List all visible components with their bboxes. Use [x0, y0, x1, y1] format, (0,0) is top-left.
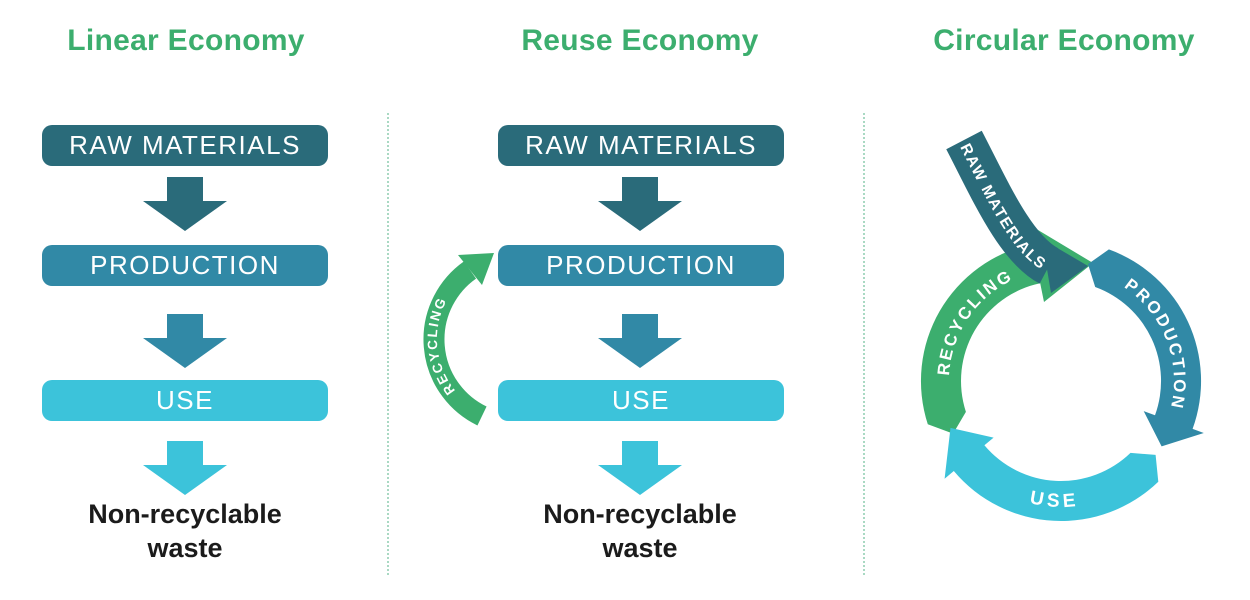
- divider-1: [387, 113, 389, 575]
- reuse-production-label: PRODUCTION: [546, 250, 736, 280]
- linear-use-box: USE: [42, 380, 328, 421]
- reuse-arrow-down-1-icon: [598, 177, 682, 231]
- circular-raw-materials-label: RAW MATERIALS: [956, 141, 1049, 273]
- recycling-curved-arrow-icon: RECYCLING: [423, 253, 494, 426]
- waste-line-1: Non-recyclable: [88, 499, 282, 529]
- reuse-arrow-down-3-icon: [598, 441, 682, 495]
- raw-materials-arrowhead-icon: [1042, 239, 1088, 293]
- reuse-use-label: USE: [612, 385, 670, 415]
- arrow-down-icon: [598, 177, 682, 231]
- arrow-down-icon: [143, 441, 227, 495]
- linear-arrow-down-2-icon: [143, 314, 227, 368]
- reuse-raw-materials-label: RAW MATERIALS: [525, 130, 757, 160]
- waste-line-2: waste: [147, 533, 223, 563]
- reuse-raw-materials-box: RAW MATERIALS: [498, 125, 784, 166]
- linear-production-box: PRODUCTION: [42, 245, 328, 286]
- circular-economy-title: Circular Economy: [933, 24, 1195, 57]
- arrow-down-icon: [598, 441, 682, 495]
- divider-2: [863, 113, 865, 575]
- arrow-down-icon: [143, 314, 227, 368]
- reuse-production-box: PRODUCTION: [498, 245, 784, 286]
- reuse-waste-label: Non-recyclable waste: [490, 497, 790, 565]
- arrow-down-icon: [143, 177, 227, 231]
- linear-waste-label: Non-recyclable waste: [35, 497, 335, 565]
- reuse-arrow-down-2-icon: [598, 314, 682, 368]
- reuse-economy-title: Reuse Economy: [521, 24, 759, 57]
- reuse-use-box: USE: [498, 380, 784, 421]
- linear-use-label: USE: [156, 385, 214, 415]
- recycling-arrowhead-icon: [458, 253, 494, 285]
- linear-arrow-down-1-icon: [143, 177, 227, 231]
- circular-cycle-diagram: RAW MATERIALS PRODUCTION USE RECYCLING: [920, 130, 1204, 522]
- linear-raw-materials-box: RAW MATERIALS: [42, 125, 328, 166]
- circular-use-label: USE: [1028, 487, 1080, 512]
- arrow-down-icon: [598, 314, 682, 368]
- raw-materials-arc: [946, 130, 1060, 284]
- production-arc: [1088, 249, 1204, 447]
- waste-line-2: waste: [602, 533, 678, 563]
- linear-production-label: PRODUCTION: [90, 250, 280, 280]
- recycling-arc: [423, 261, 487, 426]
- waste-line-1: Non-recyclable: [543, 499, 737, 529]
- linear-raw-materials-label: RAW MATERIALS: [69, 130, 301, 160]
- linear-arrow-down-3-icon: [143, 441, 227, 495]
- linear-economy-title: Linear Economy: [67, 24, 305, 57]
- use-arc: [944, 427, 1159, 522]
